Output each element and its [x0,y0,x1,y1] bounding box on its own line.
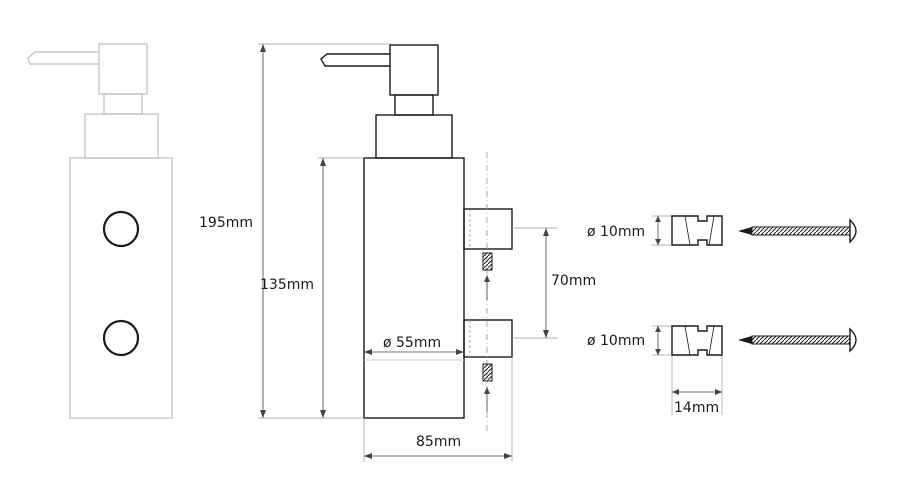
label-total-height: 195mm [199,215,253,231]
label-body-height: 135mm [260,277,314,293]
side-view-pump-head [389,44,439,96]
wall-anchor-bottom [671,325,723,356]
wall-anchor-top [671,215,723,246]
front-view-collar [84,113,159,159]
screw-top-thread [751,226,851,236]
dimension-lines [258,43,723,462]
wall-bracket-bottom [463,319,513,358]
side-view-spout [320,53,390,67]
front-view-pump-head [98,43,148,95]
label-body-diameter: ø 55mm [383,335,441,351]
wall-anchor-bottom-outline [671,325,723,356]
screw-bottom [738,327,857,353]
label-anchor-diameter-bottom: ø 10mm [587,333,645,349]
screw-bottom-tip [738,336,752,344]
front-view-mount-button-top [102,210,140,248]
dimension-labels: 195mm 135mm 70mm ø 55mm 85mm ø 10mm ø 10… [199,215,719,450]
side-view-body [363,157,465,419]
label-anchor-diameter-top: ø 10mm [587,224,645,240]
wall-bracket-top [463,208,513,250]
front-view-body [69,157,173,419]
grub-screw-bottom [482,363,493,382]
label-hole-spacing: 70mm [551,273,596,289]
screw-top-head [849,218,857,244]
screw-bottom-thread [751,335,851,345]
grub-screw-top [482,252,493,271]
wall-anchor-top-outline [671,215,723,246]
side-view-pump-stem [394,94,434,116]
label-anchor-length: 14mm [674,400,719,416]
front-view [27,43,173,419]
screw-top [738,218,857,244]
label-depth: 85mm [416,434,461,450]
front-view-spout [27,51,99,65]
side-view [320,44,513,432]
screw-top-tip [738,227,752,235]
front-view-pump-stem [103,93,143,115]
side-view-collar [375,114,453,159]
front-view-mount-button-bottom [102,319,140,357]
screw-bottom-head [849,327,857,353]
